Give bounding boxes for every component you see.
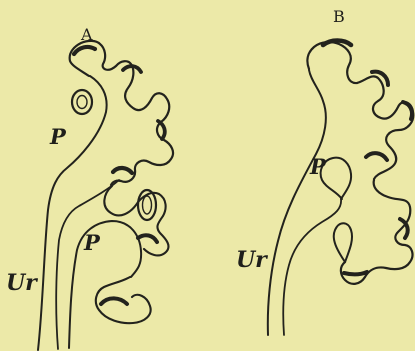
left-middle-cap [113,168,132,173]
left-lower-pelvis-outline [69,221,141,348]
right-ureter-outline [268,70,326,335]
figure-a-lower-label: P [84,232,100,253]
right-cap-1 [372,72,388,85]
figure-b-stem-label: Ur [236,249,267,271]
left-middle-vesicle-inner [143,196,152,214]
left-bottom-cap [101,298,127,304]
left-ureter-inner-outline [56,180,119,349]
right-ureter-inner-outline [283,199,341,335]
left-ureter-outline [38,76,107,350]
right-lower-pouch [334,223,352,262]
right-cap-2 [403,102,412,119]
left-lower-cap [138,235,157,242]
figure-b-letter: B [333,9,345,25]
left-upper-vesicle-inner [77,96,87,109]
left-top-cap [74,47,95,54]
right-cap-3 [366,153,387,160]
figure-a-stem-label: Ur [6,272,37,294]
figure-a-letter: A [81,27,93,43]
left-upper-vesicle [72,90,92,114]
figure-a-upper-label: P [50,126,66,147]
right-cap-5 [344,272,367,274]
figure-b-center-label: P [310,156,326,177]
